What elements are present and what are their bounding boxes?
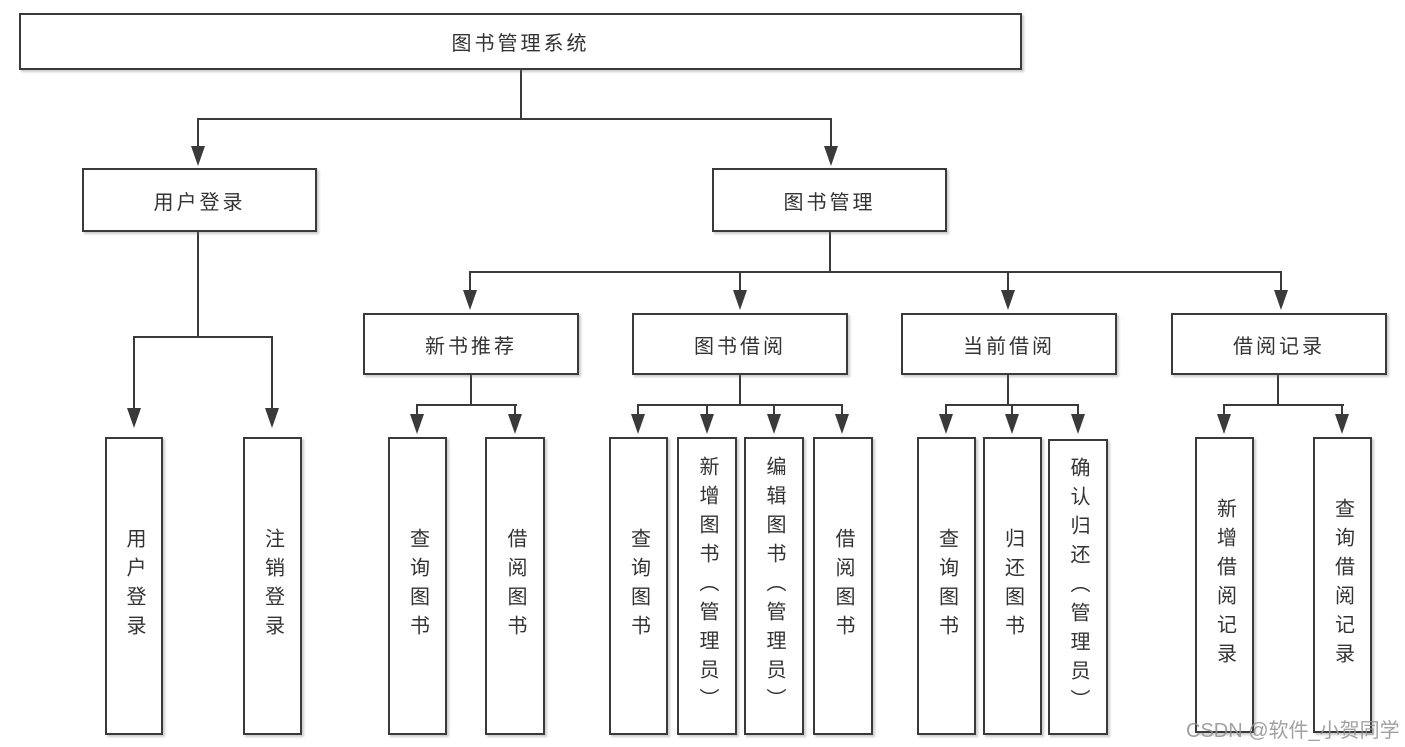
connector-drop: [1223, 404, 1225, 416]
leaf-label: 新增图书（管理员）: [696, 455, 718, 717]
leaf-label: 用户登录: [123, 528, 145, 644]
arrow-down-icon: [127, 408, 141, 428]
connector-drop: [1280, 271, 1282, 292]
leaf-borrow-query-books: 查询图书: [609, 437, 668, 735]
arrow-down-icon: [767, 414, 781, 434]
node-label: 图书管理: [783, 191, 876, 214]
connector-level2-rail: [197, 118, 832, 120]
arrow-down-icon: [733, 290, 747, 310]
connector-level3-rail: [469, 271, 1282, 273]
connector-rail: [637, 404, 843, 406]
arrow-down-icon: [508, 414, 522, 434]
leaf-current-query-books: 查询图书: [917, 437, 976, 735]
arrow-down-icon: [410, 414, 424, 434]
connector-rail: [133, 336, 273, 338]
leaf-label: 注销登录: [261, 528, 284, 644]
connector-stem: [470, 375, 472, 406]
connector-stem: [1277, 375, 1279, 406]
connector-rail: [416, 404, 517, 406]
leaf-label: 归还图书: [1001, 528, 1024, 644]
leaf-label: 借阅图书: [832, 528, 854, 644]
arrow-down-icon: [824, 146, 838, 166]
node-label: 图书借阅: [694, 335, 786, 358]
leaf-records-query-borrow-record: 查询借阅记录: [1313, 437, 1372, 733]
leaf-current-confirm-return-admin: 确认归还（管理员）: [1048, 439, 1108, 735]
arrow-down-icon: [1274, 290, 1288, 310]
connector-drop: [133, 336, 135, 410]
leaf-label: 确认归还（管理员）: [1067, 456, 1089, 718]
arrow-down-icon: [631, 414, 645, 434]
arrow-down-icon: [1005, 414, 1019, 434]
connector-drop: [416, 404, 418, 416]
leaf-user-login: 用户登录: [105, 437, 163, 735]
arrow-down-icon: [835, 414, 849, 434]
leaf-label: 查询图书: [406, 528, 429, 644]
connector-stem: [829, 232, 831, 273]
leaf-borrow-edit-books-admin: 编辑图书（管理员）: [744, 437, 804, 735]
node-new-book-recommendation: 新书推荐: [363, 313, 579, 375]
node-book-management: 图书管理: [712, 168, 947, 232]
connector-drop: [469, 271, 471, 292]
leaf-label: 查询图书: [627, 528, 650, 644]
leaf-records-add-borrow-record: 新增借阅记录: [1195, 437, 1254, 733]
leaf-recommend-borrow-books: 借阅图书: [485, 437, 545, 735]
connector-drop: [1011, 404, 1013, 416]
connector-drop: [739, 271, 741, 292]
connector-rail: [1223, 404, 1344, 406]
connector-drop: [1007, 271, 1009, 292]
connector-root-stem: [520, 70, 522, 120]
leaf-current-return-books: 归还图书: [983, 437, 1042, 735]
arrow-down-icon: [265, 408, 279, 428]
arrow-down-icon: [1335, 414, 1349, 434]
leaf-label: 编辑图书（管理员）: [763, 455, 785, 717]
connector-drop: [841, 404, 843, 416]
node-book-borrowing: 图书借阅: [632, 313, 848, 375]
connector-drop: [1077, 404, 1079, 416]
arrow-down-icon: [1001, 290, 1015, 310]
node-library-management-system: 图书管理系统: [19, 13, 1022, 70]
connector-drop: [773, 404, 775, 416]
connector-drop: [197, 118, 199, 148]
leaf-label: 查询借阅记录: [1331, 498, 1354, 672]
node-current-borrowing: 当前借阅: [901, 313, 1117, 375]
connector-stem: [197, 232, 199, 338]
arrow-down-icon: [463, 290, 477, 310]
node-borrowing-records: 借阅记录: [1171, 313, 1387, 375]
node-label: 用户登录: [153, 191, 246, 214]
connector-drop: [945, 404, 947, 416]
connector-stem: [1007, 375, 1009, 406]
connector-drop: [637, 404, 639, 416]
connector-drop: [706, 404, 708, 416]
connector-stem: [739, 375, 741, 406]
watermark-text: CSDN @软件_小贺同学: [1186, 720, 1400, 742]
connector-drop: [271, 336, 273, 410]
leaf-logout-login: 注销登录: [243, 437, 302, 735]
node-label: 当前借阅: [963, 335, 1055, 358]
node-user-login: 用户登录: [82, 168, 317, 232]
connector-drop: [514, 404, 516, 416]
arrow-down-icon: [1071, 414, 1085, 434]
node-label: 新书推荐: [425, 335, 517, 358]
arrow-down-icon: [939, 414, 953, 434]
leaf-borrow-add-books-admin: 新增图书（管理员）: [677, 437, 737, 735]
node-label: 图书管理系统: [451, 33, 590, 55]
leaf-label: 借阅图书: [504, 528, 526, 644]
node-label: 借阅记录: [1233, 335, 1325, 358]
arrow-down-icon: [700, 414, 714, 434]
leaf-borrow-borrow-books: 借阅图书: [813, 437, 873, 735]
leaf-label: 查询图书: [935, 528, 958, 644]
connector-drop: [830, 118, 832, 148]
arrow-down-icon: [1217, 414, 1231, 434]
leaf-recommend-query-books: 查询图书: [388, 437, 447, 735]
connector-drop: [1341, 404, 1343, 416]
leaf-label: 新增借阅记录: [1213, 498, 1236, 672]
arrow-down-icon: [191, 146, 205, 166]
